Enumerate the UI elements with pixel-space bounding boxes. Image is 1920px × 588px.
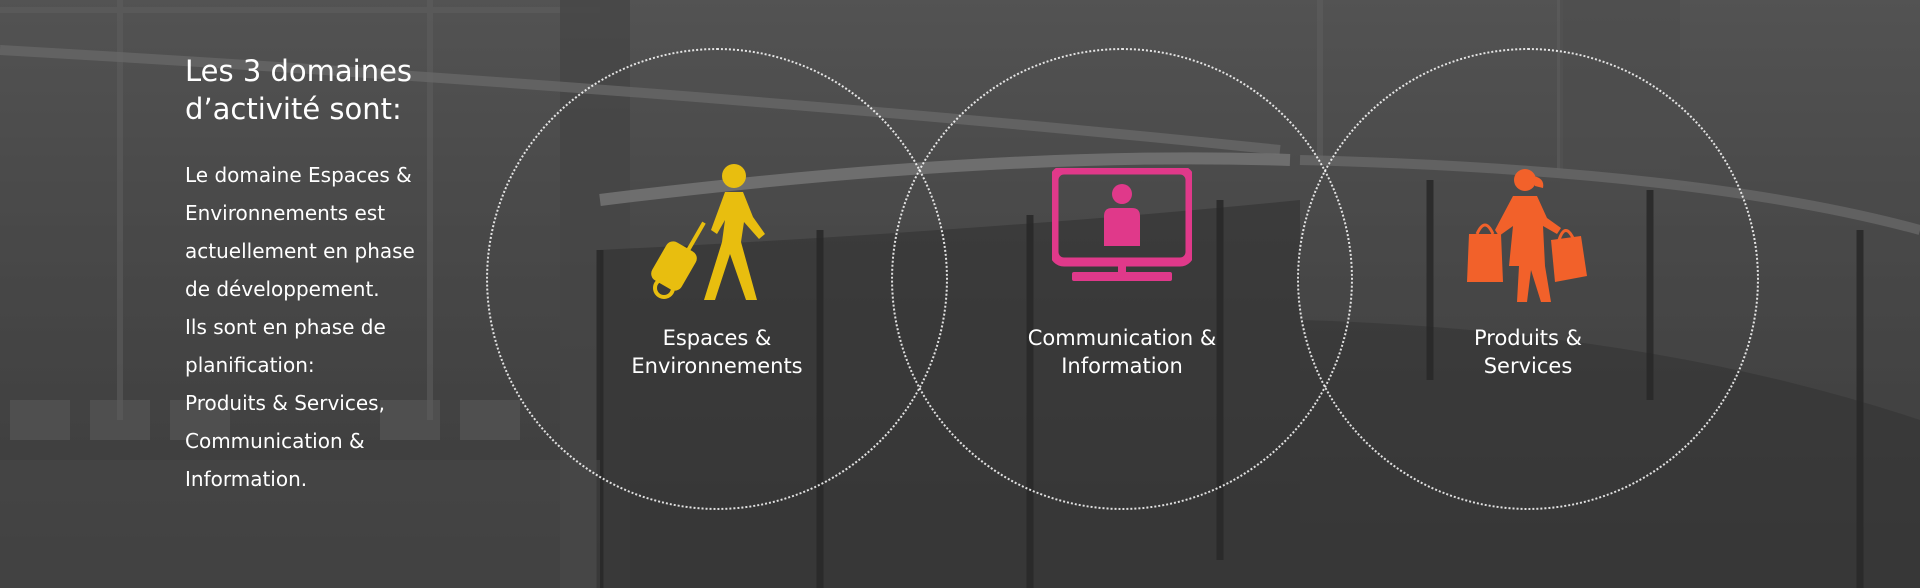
monitor-person-icon (1049, 165, 1195, 288)
domain-espaces-environnements[interactable]: Espaces & Environnements (486, 48, 948, 510)
domain-label: Communication & Information (893, 324, 1351, 380)
intro-title-line2: d’activité sont: (185, 92, 402, 126)
domain-label: Produits & Services (1299, 324, 1757, 380)
intro-line: Le domaine Espaces & (185, 163, 412, 187)
intro-title: Les 3 domaines d’activité sont: (185, 52, 485, 128)
domain-label-line1: Espaces & (662, 326, 772, 350)
intro-line: actuellement en phase (185, 239, 415, 263)
intro-paragraph: Le domaine Espaces & Environnements est … (185, 156, 485, 498)
domain-label-line2: Services (1483, 354, 1573, 378)
domain-communication-information[interactable]: Communication & Information (891, 48, 1353, 510)
traveler-icon (647, 162, 787, 306)
intro-title-line1: Les 3 domaines (185, 54, 413, 88)
intro-line: Environnements est (185, 201, 386, 225)
intro-line: Ils sont en phase de (185, 315, 386, 339)
intro-line: planification: (185, 353, 315, 377)
shopper-icon (1463, 166, 1593, 310)
intro-line: de développement. (185, 277, 380, 301)
domain-label-line2: Information (1061, 354, 1183, 378)
intro-line: Communication & (185, 429, 365, 453)
intro-line: Produits & Services, (185, 391, 385, 415)
intro-line: Information. (185, 467, 308, 491)
domain-label-line2: Environnements (631, 354, 803, 378)
domain-label-line1: Produits & (1473, 326, 1582, 350)
intro-block: Les 3 domaines d’activité sont: Le domai… (185, 52, 485, 498)
domain-produits-services[interactable]: Produits & Services (1297, 48, 1759, 510)
domain-label-line1: Communication & (1027, 326, 1217, 350)
domain-label: Espaces & Environnements (488, 324, 946, 380)
